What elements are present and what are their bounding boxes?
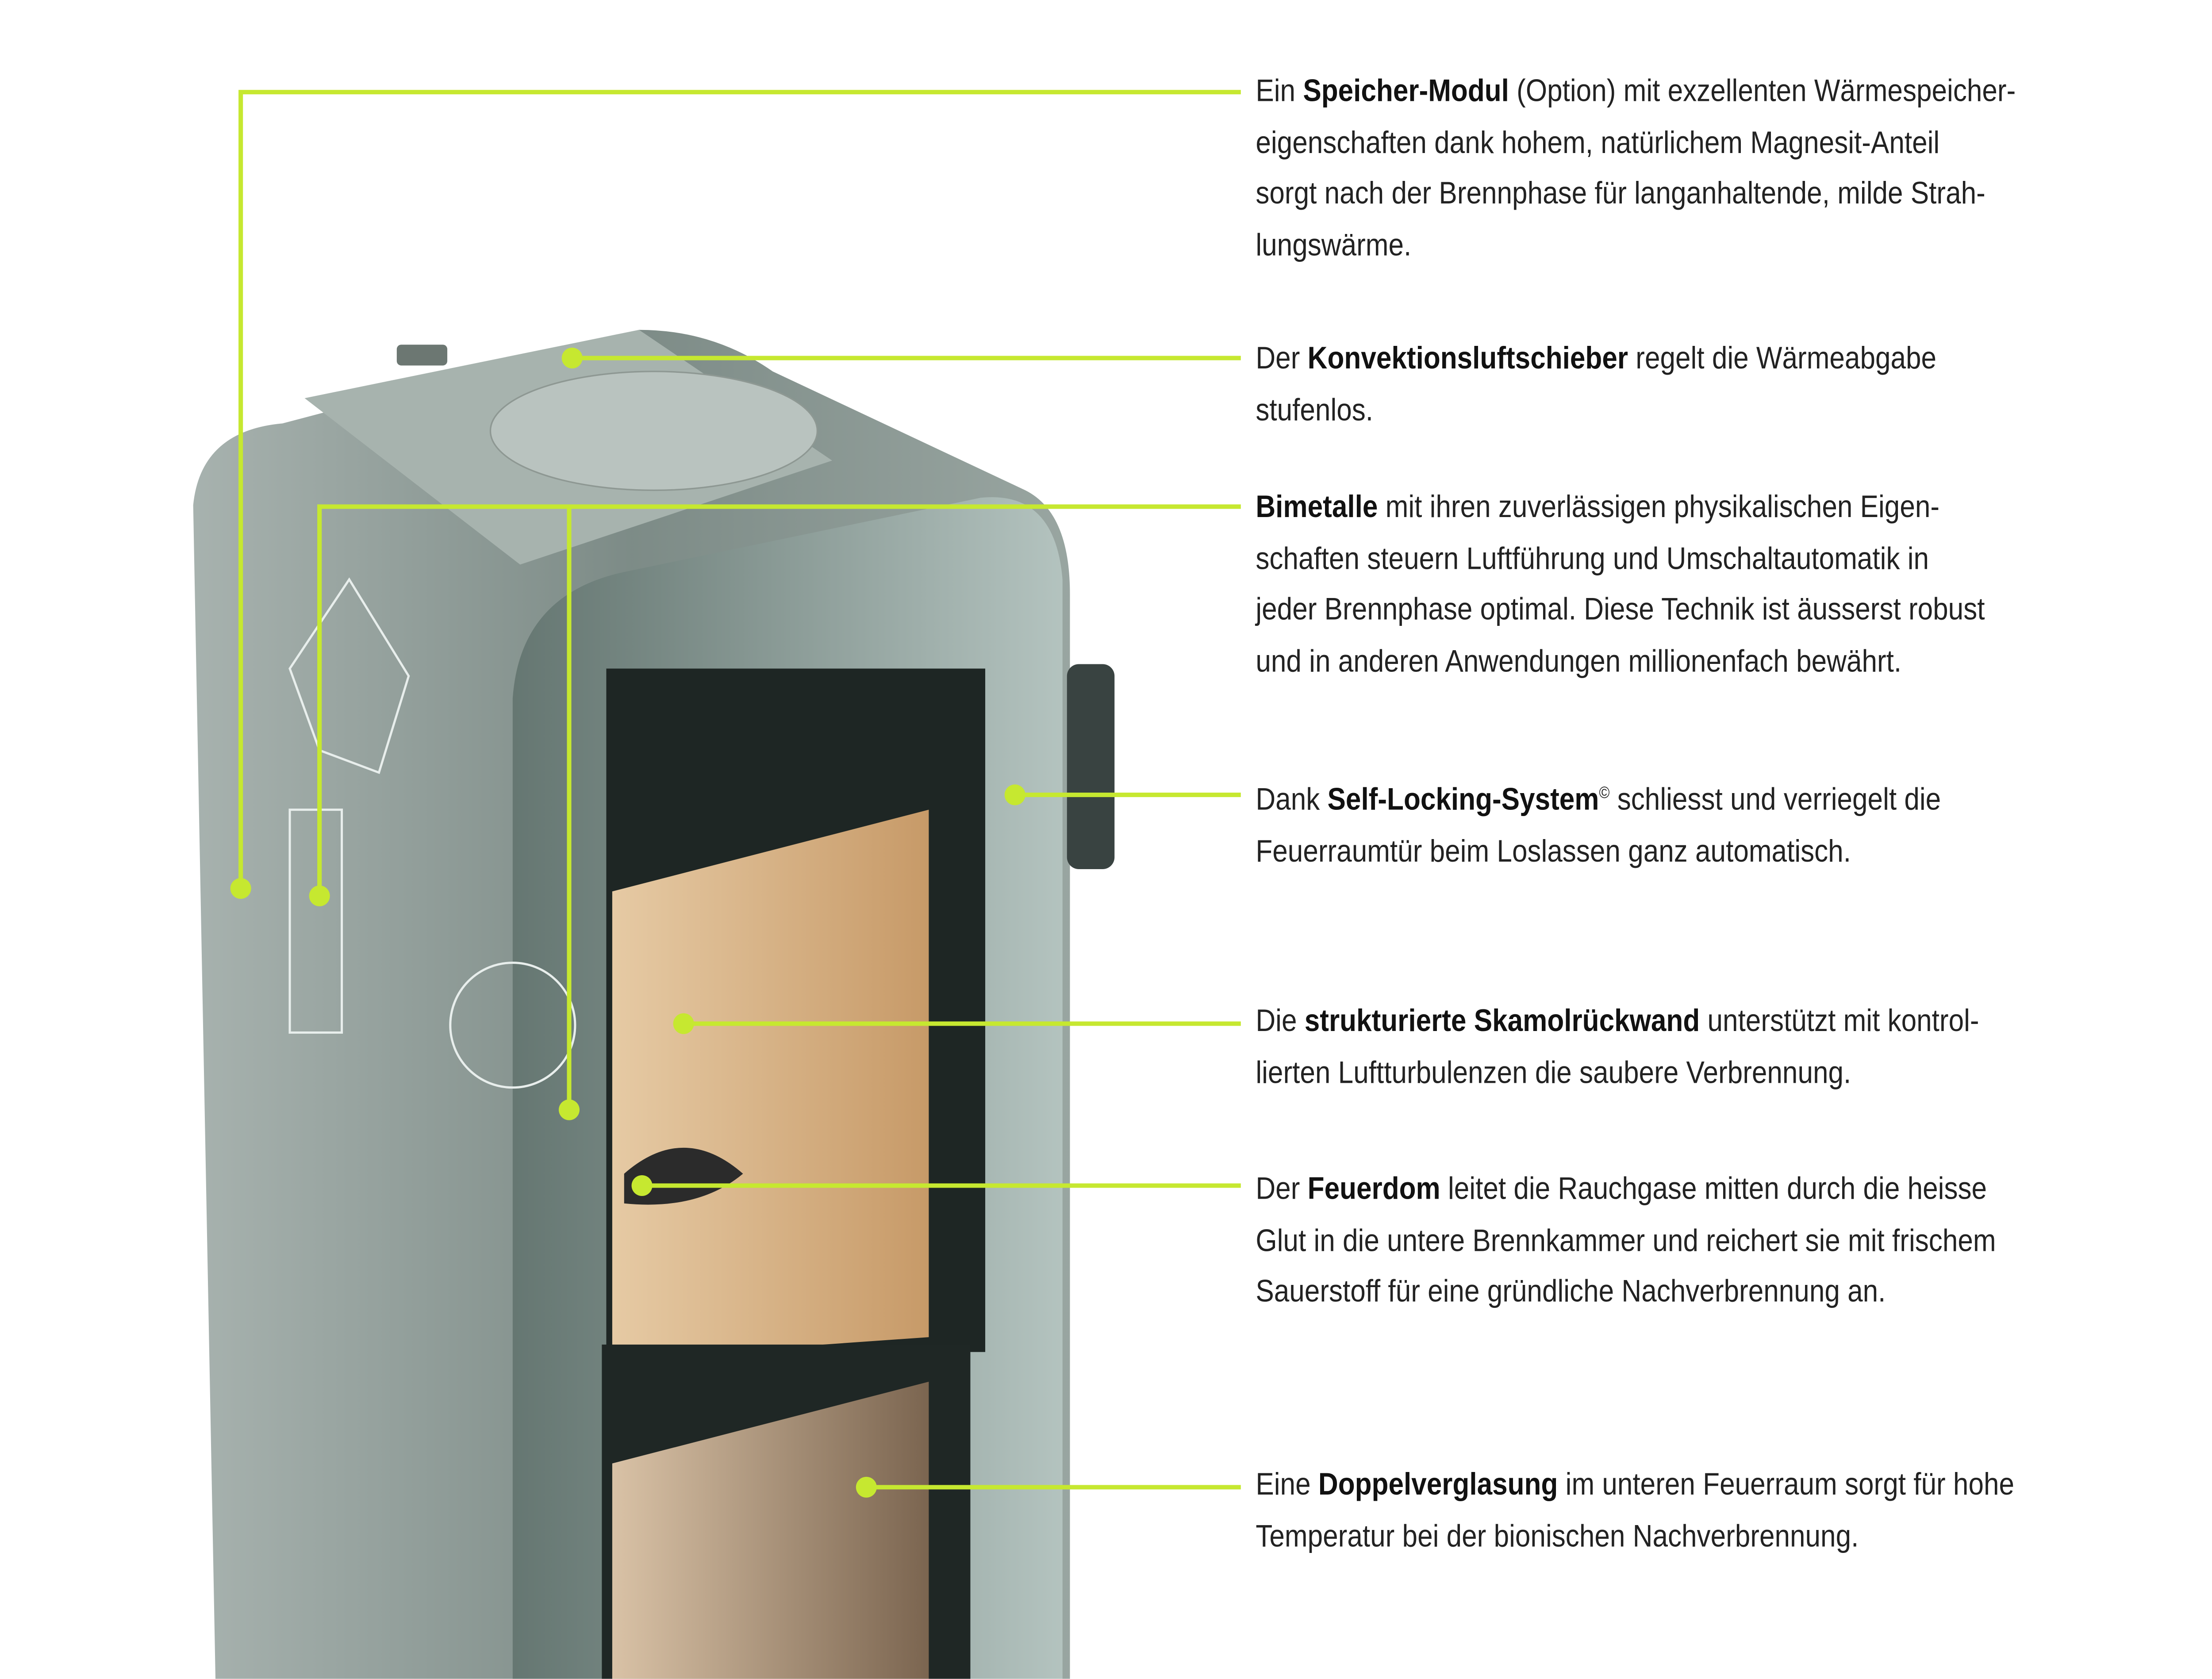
callout-skamolrueckwand: Die strukturierte Skamolrückwand unterst… (1256, 997, 1979, 1100)
callout-dot (558, 1099, 580, 1120)
copyright-mark: © (1599, 784, 1610, 802)
text-line: stufenlos. (1256, 393, 1374, 428)
text: unterstützt mit kontrol- (1700, 1004, 1979, 1039)
door-handle (1067, 664, 1115, 870)
text: im unteren Feuerraum sorgt für hohe (1558, 1468, 2015, 1502)
callout-line-speicher (238, 90, 1241, 889)
callout-dot (673, 1013, 694, 1034)
callout-bimetalle: Bimetalle mit ihren zuverlässigen physik… (1256, 483, 1985, 689)
callout-dots (230, 348, 1025, 1498)
text-line: sorgt nach der Brennphase für langanhalt… (1256, 177, 1985, 212)
callout-self-locking-system: Dank Self-Locking-System© schliesst und … (1256, 768, 1941, 879)
term: Bimetalle (1256, 490, 1378, 525)
text-line: Sauerstoff für eine gründliche Nachverbr… (1256, 1275, 1886, 1310)
text: mit ihren zuverlässigen physikalischen E… (1378, 490, 1940, 525)
callout-line-bimetall-1 (317, 504, 1241, 896)
text: Dank (1256, 783, 1328, 817)
text: leitet die Rauchgase mitten durch die he… (1440, 1172, 1987, 1207)
callout-lines (238, 90, 1241, 1490)
term: Feuerdom (1307, 1172, 1440, 1207)
text: (Option) mit exzellenten Wärmespeicher- (1509, 74, 2016, 109)
callout-konvektionsluftschieber: Der Konvektionsluftschieber regelt die W… (1256, 334, 1936, 437)
term: Self-Locking-System (1327, 783, 1599, 817)
callout-dot (1004, 784, 1025, 805)
text-line: lierten Luftturbulenzen die saubere Verb… (1256, 1056, 1851, 1090)
term: Speicher-Modul (1303, 74, 1509, 109)
text-line: Temperatur bei der bionischen Nachverbre… (1256, 1519, 1859, 1554)
text-line: und in anderen Anwendungen millionenfach… (1256, 645, 1902, 679)
callout-dot (309, 885, 330, 906)
text: Ein (1256, 74, 1303, 109)
text-line: schaften steuern Luftführung und Umschal… (1256, 542, 1929, 576)
callout-dot (856, 1476, 877, 1498)
text: Der (1256, 1172, 1308, 1207)
lower-chamber (612, 1381, 929, 1679)
fire-dome (624, 1147, 743, 1205)
callout-dot (230, 878, 251, 899)
skamol-back-wall (612, 809, 929, 1360)
text: regelt die Wärmeabgabe (1628, 341, 1937, 376)
callout-dot (631, 1175, 653, 1196)
text: Die (1256, 1004, 1305, 1039)
callout-doppelverglasung: Eine Doppelverglasung im unteren Feuerra… (1256, 1460, 2014, 1564)
text: Eine (1256, 1468, 1318, 1502)
top-knob (396, 345, 448, 366)
text: schliesst und verriegelt die (1609, 783, 1941, 817)
callout-dot (561, 348, 583, 369)
term: strukturierte Skamolrückwand (1304, 1004, 1700, 1039)
text-line: lungswärme. (1256, 229, 1412, 263)
callout-feuerdom: Der Feuerdom leitet die Rauchgase mitten… (1256, 1165, 1996, 1319)
text: Der (1256, 341, 1308, 376)
term: Konvektionsluftschieber (1307, 341, 1628, 376)
bimetal-mechanism (288, 577, 576, 1089)
text-line: Glut in die untere Brennkammer und reich… (1256, 1223, 1996, 1258)
term: Doppelverglasung (1318, 1468, 1558, 1502)
text-line: jeder Brennphase optimal. Diese Technik … (1256, 593, 1985, 628)
text-line: eigenschaften dank hohem, natürlichem Ma… (1256, 126, 1940, 160)
callout-speicher-modul: Ein Speicher-Modul (Option) mit exzellen… (1256, 67, 2016, 273)
text-line: Feuerraumtür beim Loslassen ganz automat… (1256, 834, 1851, 869)
